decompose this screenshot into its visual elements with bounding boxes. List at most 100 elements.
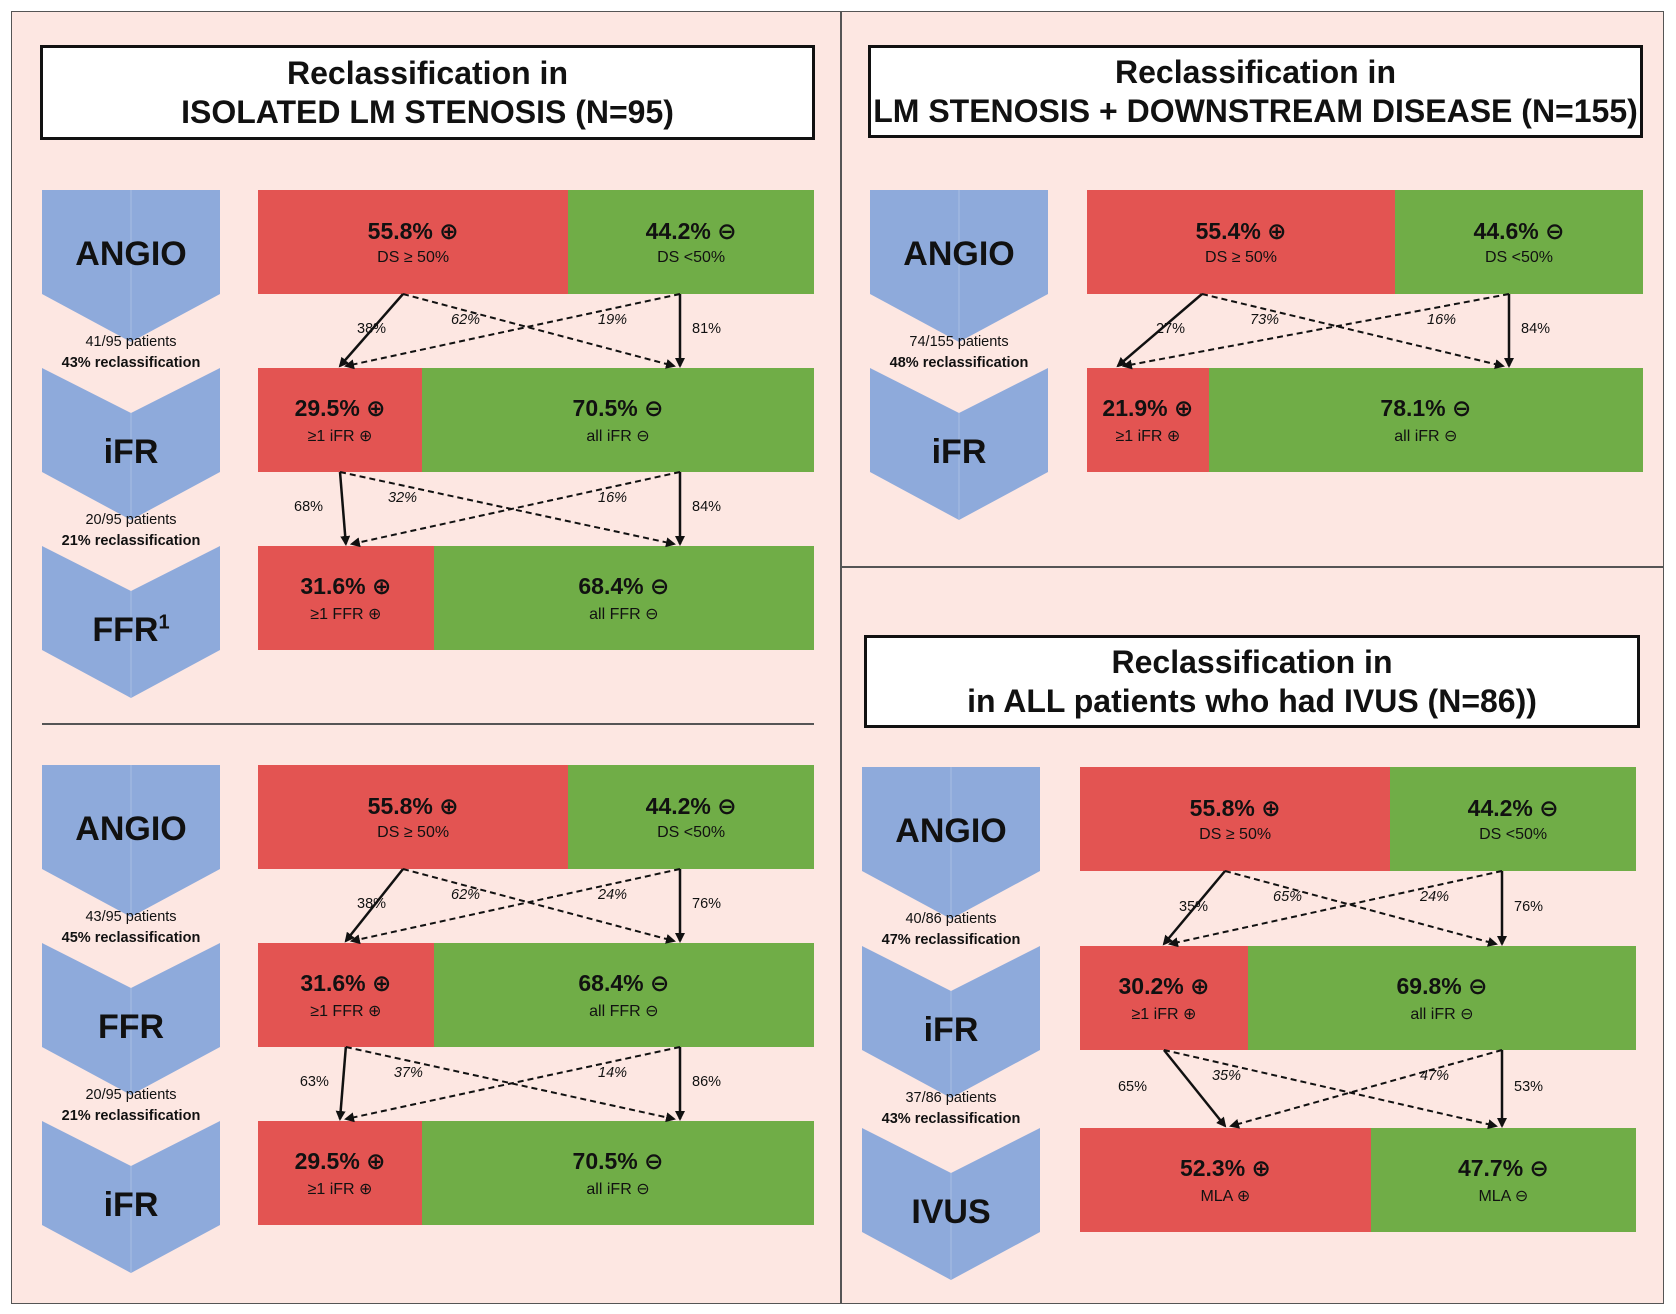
positive-criterion: ≥1 iFR ⊕: [307, 1180, 373, 1198]
result-bar: 29.5% ⊕ ≥1 iFR ⊕ 70.5% ⊖all iFR ⊖: [258, 1121, 814, 1225]
result-bar: 52.3% ⊕MLA ⊕47.7% ⊖MLA ⊖: [1080, 1128, 1636, 1232]
pct-positive-to-negative: 73%: [1250, 312, 1280, 328]
negative-criterion: DS <50%: [657, 248, 726, 266]
result-bar: 21.9% ⊕≥1 iFR ⊕78.1% ⊖all iFR ⊖: [1087, 368, 1643, 472]
reclassification-rate: 47% reclassification: [881, 932, 1021, 949]
arrow-positive-to-positive: [338, 471, 351, 546]
pct-negative-stays-negative: 84%: [1521, 321, 1551, 337]
positive-segment: 55.8% ⊕DS ≥ 50%: [258, 190, 569, 294]
arrow-positive-to-negative: [1224, 870, 1498, 947]
pct-positive-stays-positive: 63%: [299, 1074, 329, 1090]
result-bar: 55.8% ⊕ DS ≥ 50% 44.2% ⊖DS <50%: [1080, 767, 1636, 871]
arrow-positive-to-positive: [1162, 870, 1226, 946]
chevron-shape: [42, 368, 220, 520]
positive-criterion: DS ≥ 50%: [1199, 825, 1272, 843]
pct-positive-stays-positive: 68%: [294, 499, 324, 515]
reclassification-note: 20/95 patients 21% reclassification: [36, 510, 226, 552]
negative-percent: 47.7% ⊖: [1457, 1154, 1549, 1181]
arrow-negative-to-positive: [344, 293, 681, 370]
title-line-1: Reclassification in: [1115, 54, 1396, 91]
positive-criterion: DS ≥ 50%: [377, 248, 450, 266]
pct-negative-stays-negative: 86%: [692, 1074, 722, 1090]
reclassified-patient-count: 41/95 patients: [85, 334, 177, 350]
negative-segment: 70.5% ⊖all iFR ⊖: [422, 368, 814, 472]
positive-percent: 29.5% ⊕: [294, 394, 386, 421]
stage-chevron-angio: ANGIO: [870, 190, 1048, 342]
arrow-positive-to-positive: [335, 1046, 348, 1121]
result-bar: 55.4% ⊕DS ≥ 50%44.6% ⊖DS <50%: [1087, 190, 1643, 294]
title-line-1: Reclassification in: [287, 55, 568, 92]
arrow-positive-to-positive: [344, 868, 404, 943]
positive-percent: 31.6% ⊕: [300, 572, 392, 599]
negative-criterion: DS <50%: [1484, 248, 1554, 266]
pct-positive-to-negative: 62%: [451, 887, 481, 903]
positive-segment: 55.8% ⊕DS ≥ 50%: [258, 765, 569, 869]
pct-negative-to-positive: 14%: [598, 1065, 628, 1081]
pct-negative-stays-negative: 84%: [692, 499, 722, 515]
negative-segment: 44.2% ⊖DS <50%: [1390, 767, 1636, 871]
chevron-shape: [870, 190, 1048, 342]
pct-positive-to-negative: 62%: [451, 312, 481, 328]
negative-percent: 78.1% ⊖: [1380, 394, 1472, 421]
reclassification-rate: 21% reclassification: [61, 533, 201, 550]
negative-percent: 44.2% ⊖: [645, 792, 737, 819]
negative-segment: 70.5% ⊖all iFR ⊖: [422, 1121, 814, 1225]
arrow-negative-to-positive: [349, 868, 681, 945]
result-bar: 30.2% ⊕≥1 iFR ⊕69.8% ⊖all iFR ⊖: [1080, 946, 1636, 1050]
stage-label: iFR: [870, 433, 1048, 472]
pct-negative-to-positive: 16%: [598, 490, 628, 506]
positive-criterion: ≥1 iFR ⊕: [1131, 1005, 1197, 1023]
positive-percent: 29.5% ⊕: [294, 1147, 386, 1174]
stage-label-text: ANGIO: [895, 812, 1007, 850]
positive-percent: 55.8% ⊕: [1189, 794, 1281, 821]
negative-percent: 44.2% ⊖: [645, 217, 737, 244]
stage-label: iFR: [862, 1011, 1040, 1050]
pct-positive-to-negative: 32%: [388, 490, 418, 506]
stage-label-text: IVUS: [911, 1193, 991, 1231]
pct-positive-stays-positive: 27%: [1156, 321, 1186, 337]
negative-criterion: all iFR ⊖: [586, 1180, 650, 1198]
result-bar: 55.8% ⊕DS ≥ 50%44.2% ⊖DS <50%: [258, 765, 814, 869]
reclassification-rate: 45% reclassification: [61, 930, 201, 947]
stage-label-text: iFR: [923, 1011, 979, 1049]
result-bar: 31.6% ⊕≥1 FFR ⊕68.4% ⊖all FFR ⊖: [258, 943, 814, 1047]
stage-chevron-ifr: iFR: [862, 946, 1040, 1098]
reclassification-rate: 21% reclassification: [61, 1108, 201, 1125]
stage-footnote-marker: 1: [158, 611, 170, 634]
pct-negative-to-positive: 47%: [1420, 1068, 1450, 1084]
pct-positive-to-negative: 37%: [393, 1065, 423, 1081]
pct-negative-to-positive: 19%: [598, 312, 628, 328]
negative-criterion: all iFR ⊖: [1410, 1005, 1474, 1023]
chevron-shape: [42, 943, 220, 1095]
stage-label: ANGIO: [862, 812, 1040, 851]
reclassified-patient-count: 37/86 patients: [905, 1090, 997, 1106]
stage-chevron-angio: ANGIO: [42, 190, 220, 342]
negative-segment: 47.7% ⊖ MLA ⊖: [1370, 1128, 1636, 1232]
negative-segment: 68.4% ⊖all FFR ⊖: [433, 546, 814, 650]
positive-segment: 30.2% ⊕ ≥1 iFR ⊕: [1080, 946, 1248, 1050]
reclassified-patient-count: 74/155 patients: [909, 334, 1009, 350]
arrow-positive-to-positive: [338, 293, 404, 368]
negative-criterion: all iFR ⊖: [586, 427, 650, 445]
pct-positive-to-negative: 35%: [1211, 1068, 1241, 1084]
pct-negative-to-positive: 24%: [598, 887, 628, 903]
arrow-positive-to-negative: [1201, 293, 1505, 370]
reclassified-patient-count: 20/95 patients: [85, 512, 177, 528]
stage-label-text: iFR: [931, 433, 987, 471]
positive-criterion: MLA ⊕: [1200, 1187, 1251, 1205]
title-line-1: Reclassification in: [1111, 644, 1393, 681]
title-ivus: Reclassification in in ALL patients who …: [864, 635, 1640, 728]
result-bar: 29.5% ⊕≥1 iFR ⊕70.5% ⊖all iFR ⊖: [258, 368, 814, 472]
positive-criterion: ≥1 iFR ⊕: [1115, 427, 1181, 445]
positive-percent: 30.2% ⊕: [1118, 972, 1210, 999]
stage-label-text: ANGIO: [75, 810, 187, 848]
positive-percent: 55.8% ⊕: [367, 792, 459, 819]
stage-chevron-angio: ANGIO: [862, 767, 1040, 919]
positive-criterion: DS ≥ 50%: [1205, 248, 1277, 266]
chevron-shape: [862, 1128, 1040, 1280]
negative-segment: 44.6% ⊖DS <50%: [1395, 190, 1643, 294]
negative-criterion: MLA ⊖: [1478, 1187, 1529, 1205]
